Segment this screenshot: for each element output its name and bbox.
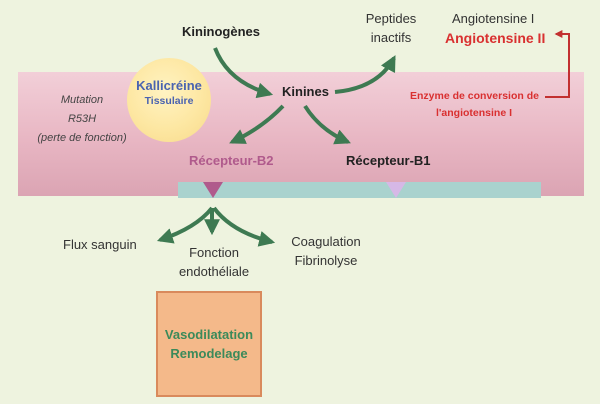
flux-sanguin-label: Flux sanguin [63,237,137,252]
peptides-label: Peptides [365,11,417,26]
kallicreine-label: Kallicréine [136,78,202,93]
inactifs-label: inactifs [370,30,412,45]
kininogenes-label: Kininogènes [182,24,261,39]
recepteur-b2-label: Récepteur-B2 [189,153,274,168]
arrow-kinines-to-b2 [229,104,285,144]
endotheliale-label: endothéliale [178,264,250,279]
perte-fonction-label: (perte de fonction) [37,132,127,144]
b2-receptor-marker [203,182,223,198]
tissulaire-label: Tissulaire [144,95,194,107]
remodelage-label: Remodelage [170,346,248,361]
enzyme-label-line1: Enzyme de conversion de [410,90,539,102]
fibrinolyse-label: Fibrinolyse [294,253,358,268]
arrow-b2-to-coagulation [212,206,276,247]
b1-receptor-marker [386,182,406,198]
kinines-label: Kinines [282,84,329,99]
vasodilatation-box [156,291,262,397]
mutation-label: Mutation [60,94,104,106]
angiotensine-i-label: Angiotensine I [452,11,535,26]
r53h-label: R53H [67,113,97,125]
fonction-label: Fonction [189,245,239,260]
coagulation-label: Coagulation [291,234,361,249]
arrow-enzyme-to-angiotensine [545,30,570,98]
vasodilatation-label: Vasodilatation [164,327,254,342]
enzyme-label-line2: l'angiotensine I [435,107,512,119]
arrow-kinines-to-b1 [303,104,351,145]
arrow-kininogenes-to-kinines [213,47,274,99]
kallicreine-circle [127,58,211,142]
recepteur-b1-label: Récepteur-B1 [346,153,431,168]
arrow-kinines-to-peptides [334,55,396,94]
angiotensine-ii-label: Angiotensine II [445,30,546,46]
membrane-band [18,72,584,196]
arrow-b2-to-flux [156,206,214,244]
receptor-bar [178,182,541,198]
